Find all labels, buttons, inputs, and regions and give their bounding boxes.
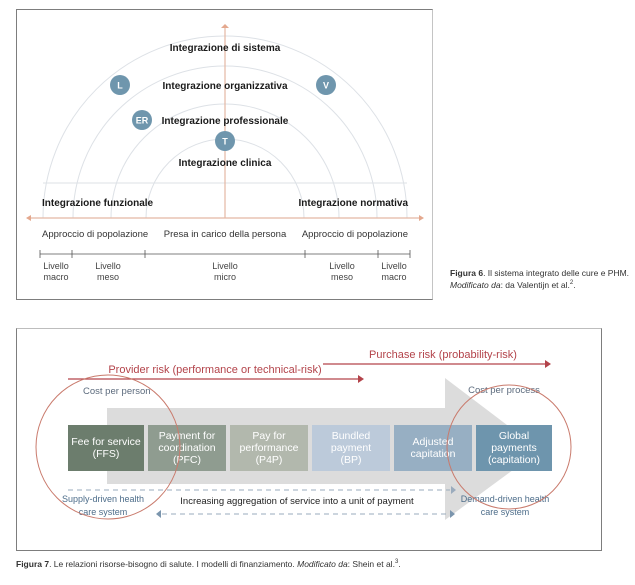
svg-text:macro: macro [381,272,406,282]
svg-text:Demand-driven health: Demand-driven health [461,494,550,504]
badge-t: T [215,131,235,151]
label-professional-integration: Integrazione professionale [162,116,289,127]
svg-text:micro: micro [214,272,236,282]
axis-up-arrow-icon [221,24,229,28]
demand-driven-label: Demand-driven health care system [461,494,550,517]
label-approach-left: Approccio di popolazione [42,229,148,240]
caption-6-source-label: Modificato da [450,279,501,290]
caption-6-label: Figura 6 [450,268,484,278]
axis-right-arrow-icon [419,215,424,221]
svg-text:Supply-driven health: Supply-driven health [62,494,144,504]
caption-7-label: Figura 7 [16,559,50,569]
svg-text:care system: care system [481,507,530,517]
svg-text:ER: ER [136,116,149,126]
label-normative-integration: Integrazione normativa [299,198,409,209]
svg-text:Livello: Livello [43,261,69,271]
caption-7-source-text: : Shein et al. [347,559,395,569]
caption-6-ref: 2 [569,280,574,286]
caption-6-end: . [573,279,576,290]
svg-text:care system: care system [79,507,128,517]
lower-dashed-right-arrowhead-icon [450,510,455,518]
badge-v: V [316,75,336,95]
figure-6-diagram: Integrazione di sistema Integrazione org… [26,24,424,282]
caption-7-end: . [398,559,401,569]
level-macro-right: Livello macro [381,261,407,282]
svg-text:meso: meso [97,272,119,282]
cost-per-process-label: Cost per process [468,385,540,396]
level-meso-right: Livello meso [329,261,355,282]
caption-6-source-text: : da Valentijn et al. [500,279,570,290]
cost-per-person-label: Cost per person [83,386,151,397]
svg-text:Livello: Livello [95,261,121,271]
svg-text:L: L [117,81,123,91]
caption-6-text: . Il sistema integrato delle cure e PHM. [483,268,630,278]
provider-risk-label: Provider risk (performance or technical-… [108,364,321,376]
level-micro: Livello micro [212,261,238,282]
aggregation-label: Increasing aggregation of service into a… [180,496,414,507]
caption-7-source-label: Modificato da [297,559,348,569]
caption-7-text: . Le relazioni risorse-bisogno di salute… [49,559,298,569]
level-meso-left: Livello meso [95,261,121,282]
provider-risk-arrowhead-icon [358,375,364,383]
model-box-ffs: Fee for service(FFS) [68,425,144,471]
purchase-risk-arrowhead-icon [545,360,551,368]
label-clinical-integration: Integrazione clinica [179,158,272,169]
svg-text:Livello: Livello [212,261,238,271]
label-organizational-integration: Integrazione organizzativa [162,81,287,92]
purchase-risk-label: Purchase risk (probability-risk) [369,349,517,361]
svg-text:meso: meso [331,272,353,282]
badge-er: ER [132,110,152,130]
badge-l: L [110,75,130,95]
supply-driven-label: Supply-driven health care system [62,494,144,517]
label-approach-center: Presa in carico della persona [164,229,287,240]
level-macro-left: Livello macro [43,261,69,282]
caption-7-ref: 3 [394,559,399,566]
label-system-integration: Integrazione di sistema [170,43,281,54]
svg-text:Livello: Livello [381,261,407,271]
svg-text:T: T [222,137,228,147]
svg-text:Livello: Livello [329,261,355,271]
levels-scale [39,250,411,258]
svg-text:V: V [323,81,329,91]
figure-6-caption: Figura 6. Il sistema integrato delle cur… [450,268,635,290]
svg-text:macro: macro [43,272,68,282]
label-functional-integration: Integrazione funzionale [42,198,154,209]
label-approach-right: Approccio di popolazione [302,229,408,240]
lower-dashed-left-arrowhead-icon [156,510,161,518]
axis-left-arrow-icon [26,215,31,221]
figure-7-caption: Figura 7. Le relazioni risorse-bisogno d… [16,559,616,569]
